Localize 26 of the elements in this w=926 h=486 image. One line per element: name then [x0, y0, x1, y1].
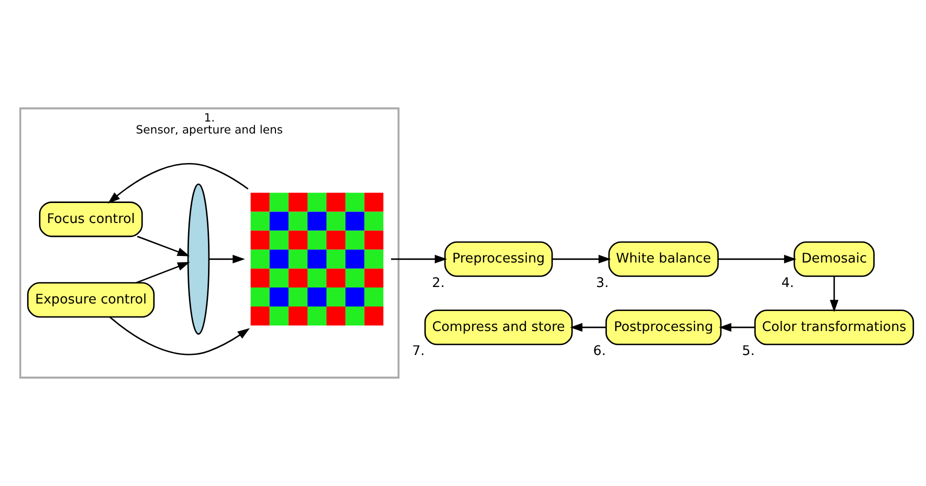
node-box: Focus control [38, 202, 143, 238]
node-label: 2. [432, 276, 445, 291]
node-box: White balance [608, 241, 719, 277]
arrow [109, 316, 250, 356]
node-box: Exposure control [27, 282, 155, 318]
node-box: Compress and store [424, 310, 573, 346]
arrow [108, 163, 248, 204]
node-box: Postprocessing [605, 310, 722, 346]
node-ellipse [187, 184, 210, 335]
node-label: 6. [593, 344, 606, 360]
arrow [209, 254, 245, 264]
node-label: 3. [596, 276, 609, 291]
arrow [830, 276, 838, 312]
node-box: Demosaic [794, 241, 875, 277]
arrow [391, 254, 448, 264]
node-label: 7. [412, 344, 425, 360]
arrow [552, 254, 611, 264]
node-label: 5. [742, 344, 755, 360]
arrow [570, 323, 606, 332]
node-box: Preprocessing [444, 241, 553, 277]
arrow [136, 262, 190, 284]
node-box: Color transformations [754, 310, 914, 346]
arrow [718, 323, 755, 332]
arrow [718, 254, 796, 264]
arrow [137, 236, 190, 256]
node-label: 4. [781, 276, 794, 291]
